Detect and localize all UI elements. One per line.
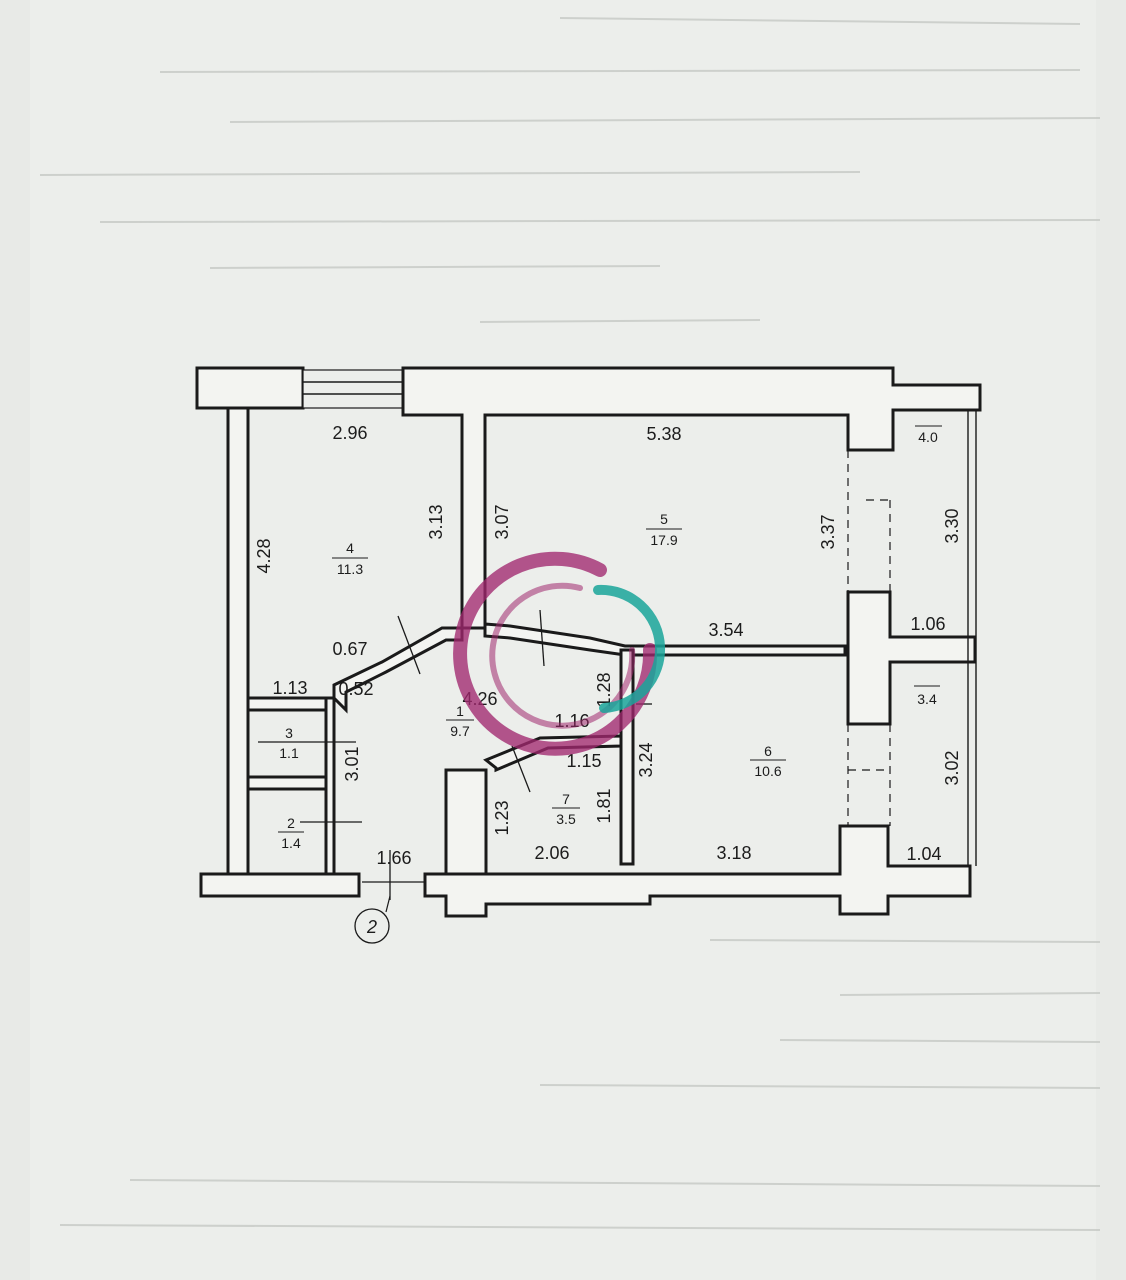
room-7-area: 3.5: [556, 811, 576, 827]
faded-background-lines: [39, 17, 1101, 1231]
axis-marker: 2: [354, 895, 391, 944]
dim-0-67: 0.67: [332, 639, 367, 659]
room-4-number: 4: [346, 540, 354, 556]
room-1-area: 9.7: [450, 723, 470, 739]
axis-marker-label: 2: [366, 917, 377, 937]
room-4-area: 11.3: [337, 561, 363, 577]
dim-3-01: 3.01: [342, 746, 362, 781]
dim-3-54: 3.54: [708, 620, 743, 640]
room-7-number: 7: [562, 791, 570, 807]
dim-3-07: 3.07: [492, 504, 512, 539]
dim-2-96: 2.96: [332, 423, 367, 443]
room-3-area: 1.1: [279, 745, 299, 761]
dim-3-30: 3.30: [942, 508, 962, 543]
dim-1-13: 1.13: [272, 678, 307, 698]
dim-1-81: 1.81: [594, 788, 614, 823]
room-2-number: 2: [287, 815, 295, 831]
dim-1-66: 1.66: [376, 848, 411, 868]
balcony-top-area: 4.0: [918, 429, 938, 445]
dimensions: 2.96 4.28 3.13 3.07 5.38 3.37 3.30 0.67 …: [254, 423, 962, 868]
dim-1-06: 1.06: [910, 614, 945, 634]
room-6-number: 6: [764, 743, 772, 759]
dim-1-04: 1.04: [906, 844, 941, 864]
door-marks: [258, 609, 652, 900]
dim-3-37: 3.37: [818, 514, 838, 549]
room-5-number: 5: [660, 511, 668, 527]
room-2-area: 1.4: [281, 835, 301, 851]
dim-5-38: 5.38: [646, 424, 681, 444]
dim-3-18: 3.18: [716, 843, 751, 863]
dim-1-15: 1.15: [566, 751, 601, 771]
dim-3-02: 3.02: [942, 750, 962, 785]
dim-1-23: 1.23: [492, 800, 512, 835]
dim-4-28: 4.28: [254, 538, 274, 573]
dim-0-52: 0.52: [338, 679, 373, 699]
walls: [195, 366, 982, 918]
room-3-number: 3: [285, 725, 293, 741]
dim-2-06: 2.06: [534, 843, 569, 863]
room-5-area: 17.9: [650, 532, 677, 548]
dim-3-24: 3.24: [636, 742, 656, 777]
watermark-logo: [453, 551, 666, 756]
room-labels: 4 11.3 5 17.9 1 9.7 3 1.1 2 1.4 7 3.5 6 …: [278, 425, 942, 851]
balcony-mid-area: 3.4: [917, 691, 937, 707]
balcony-dashed-lines: [847, 450, 891, 826]
dim-1-28: 1.28: [594, 672, 614, 707]
room-1-number: 1: [456, 703, 464, 719]
dim-3-13: 3.13: [426, 504, 446, 539]
room-6-area: 10.6: [754, 763, 781, 779]
